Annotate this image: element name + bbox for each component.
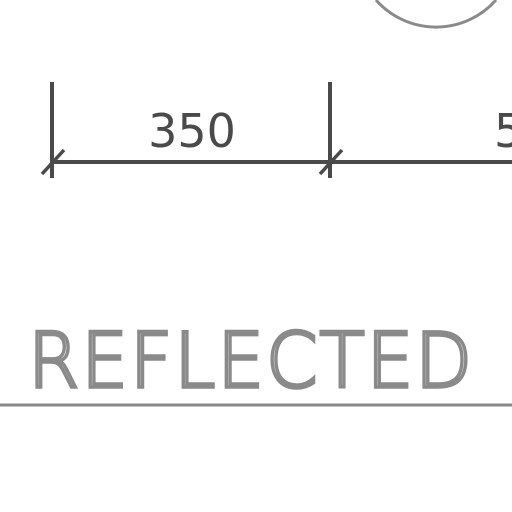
partial-circle: [374, 0, 498, 29]
tick-mark-mid: [318, 148, 344, 176]
dimension-label-5: 5: [494, 104, 512, 158]
title-reflected: REFLECTED: [28, 316, 474, 405]
tick-mark-left: [40, 148, 66, 176]
dimension-label-350: 350: [148, 104, 236, 158]
dimension-group: 350 5: [40, 82, 512, 178]
